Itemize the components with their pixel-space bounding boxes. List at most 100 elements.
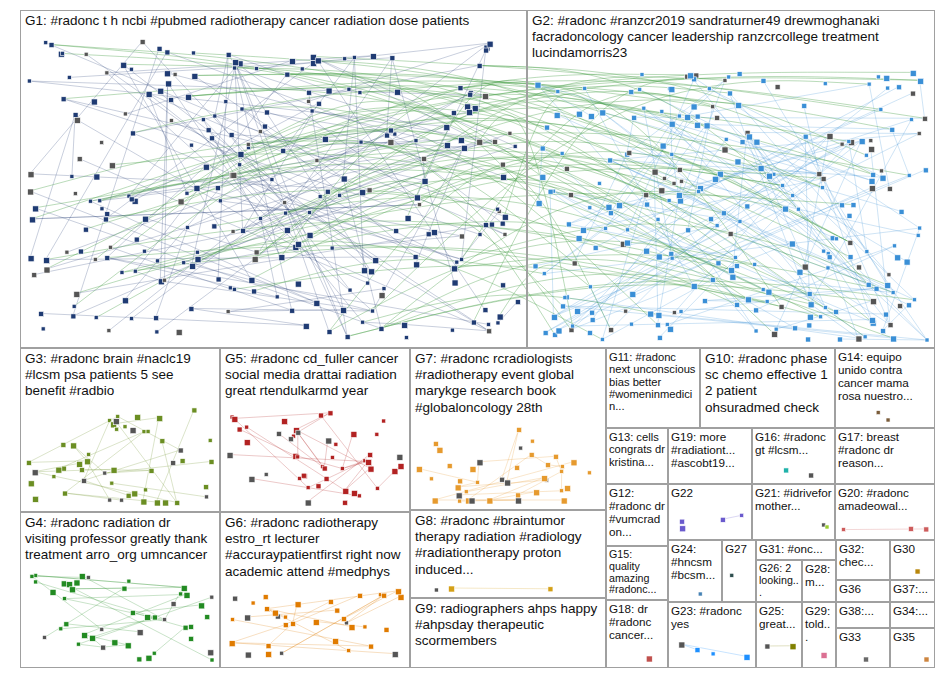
vertex-avatar bbox=[856, 336, 862, 342]
vertex-avatar bbox=[246, 142, 250, 146]
vertex-avatar bbox=[162, 278, 166, 282]
vertex-avatar bbox=[163, 618, 167, 622]
vertex-avatar bbox=[680, 526, 686, 532]
group-label: G29: told... bbox=[803, 603, 835, 646]
vertex-avatar bbox=[736, 102, 742, 108]
vertex-avatar bbox=[590, 310, 595, 315]
vertex-avatar bbox=[727, 91, 732, 96]
vertex-avatar bbox=[796, 207, 800, 211]
vertex-avatar bbox=[784, 468, 789, 473]
tie-curve bbox=[347, 285, 872, 337]
group-box: G21: #idrivefor mother... bbox=[752, 484, 835, 540]
vertex-avatar bbox=[715, 224, 719, 228]
vertex-avatar bbox=[245, 425, 249, 429]
vertex-avatar bbox=[881, 329, 886, 334]
vertex-avatar bbox=[322, 136, 328, 142]
tie-curve bbox=[424, 77, 694, 159]
tie-line bbox=[63, 583, 212, 660]
tie-line bbox=[191, 308, 305, 325]
vertex-avatar bbox=[746, 134, 752, 140]
vertex-avatar bbox=[807, 292, 812, 297]
vertex-avatar bbox=[328, 599, 333, 604]
vertex-avatar bbox=[113, 419, 119, 425]
vertex-avatar bbox=[296, 455, 300, 459]
vertex-avatar bbox=[90, 635, 96, 641]
vertex-avatar bbox=[493, 139, 498, 144]
vertex-avatar bbox=[122, 586, 127, 591]
vertex-avatar bbox=[477, 63, 482, 68]
vertex-avatar bbox=[366, 281, 370, 285]
vertex-avatar bbox=[143, 216, 149, 222]
group-box: G28: m... bbox=[802, 560, 836, 602]
vertex-avatar bbox=[608, 158, 613, 163]
vertex-avatar bbox=[560, 489, 564, 493]
vertex-avatar bbox=[175, 500, 180, 505]
vertex-avatar bbox=[52, 475, 56, 479]
vertex-avatar bbox=[285, 72, 290, 77]
vertex-avatar bbox=[392, 652, 398, 658]
vertex-avatar bbox=[171, 461, 176, 466]
vertex-avatar bbox=[44, 41, 48, 45]
vertex-avatar bbox=[459, 234, 464, 239]
group-label: G5: #radonc cd_fuller cancer social medi… bbox=[221, 349, 409, 402]
vertex-avatar bbox=[405, 215, 411, 221]
tie-line bbox=[73, 192, 362, 316]
group-label: G27 bbox=[723, 541, 755, 558]
vertex-avatar bbox=[32, 273, 37, 278]
vertex-avatar bbox=[289, 59, 295, 65]
vertex-avatar bbox=[28, 256, 34, 262]
vertex-avatar bbox=[707, 87, 711, 91]
vertex-avatar bbox=[640, 73, 644, 77]
group-box: G34:... bbox=[890, 602, 935, 628]
tie-line bbox=[892, 129, 909, 175]
tie-line bbox=[65, 493, 122, 500]
vertex-avatar bbox=[471, 320, 476, 325]
vertex-avatar bbox=[34, 580, 38, 584]
group-box: G37:... bbox=[890, 580, 935, 602]
vertex-avatar bbox=[157, 416, 163, 422]
vertex-avatar bbox=[840, 142, 844, 146]
vertex-avatar bbox=[27, 79, 31, 83]
vertex-avatar bbox=[869, 178, 875, 184]
vertex-avatar bbox=[50, 589, 56, 595]
vertex-avatar bbox=[834, 237, 838, 241]
group-box: G31: #onc... bbox=[756, 540, 836, 560]
vertex-avatar bbox=[600, 337, 604, 341]
vertex-avatar bbox=[79, 468, 84, 473]
vertex-avatar bbox=[101, 645, 106, 650]
vertex-avatar bbox=[149, 468, 154, 473]
vertex-avatar bbox=[704, 123, 710, 129]
vertex-avatar bbox=[806, 337, 811, 342]
vertex-avatar bbox=[266, 651, 272, 657]
vertex-avatar bbox=[249, 277, 255, 283]
vertex-avatar bbox=[864, 153, 868, 157]
vertex-avatar bbox=[772, 331, 778, 337]
vertex-avatar bbox=[797, 269, 803, 275]
vertex-avatar bbox=[856, 265, 861, 270]
vertex-avatar bbox=[210, 595, 214, 599]
vertex-avatar bbox=[180, 459, 185, 464]
vertex-avatar bbox=[402, 322, 408, 328]
vertex-avatar bbox=[431, 230, 437, 236]
vertex-avatar bbox=[58, 51, 64, 57]
vertex-avatar bbox=[644, 248, 650, 254]
vertex-avatar bbox=[667, 199, 671, 203]
tie-line bbox=[84, 421, 110, 481]
vertex-avatar bbox=[328, 411, 333, 416]
vertex-avatar bbox=[561, 498, 567, 504]
vertex-avatar bbox=[231, 618, 235, 622]
group-label: G32: chec... bbox=[837, 541, 889, 571]
vertex-avatar bbox=[231, 230, 235, 234]
vertex-avatar bbox=[458, 479, 463, 484]
vertex-avatar bbox=[121, 62, 127, 68]
vertex-avatar bbox=[324, 476, 329, 481]
vertex-avatar bbox=[545, 125, 550, 130]
vertex-avatar bbox=[416, 467, 422, 473]
vertex-avatar bbox=[758, 166, 764, 172]
vertex-avatar bbox=[711, 105, 715, 109]
vertex-avatar bbox=[218, 199, 222, 203]
vertex-avatar bbox=[302, 474, 307, 479]
vertex-avatar bbox=[63, 491, 68, 496]
vertex-avatar bbox=[316, 101, 321, 106]
tie-line bbox=[883, 305, 909, 331]
